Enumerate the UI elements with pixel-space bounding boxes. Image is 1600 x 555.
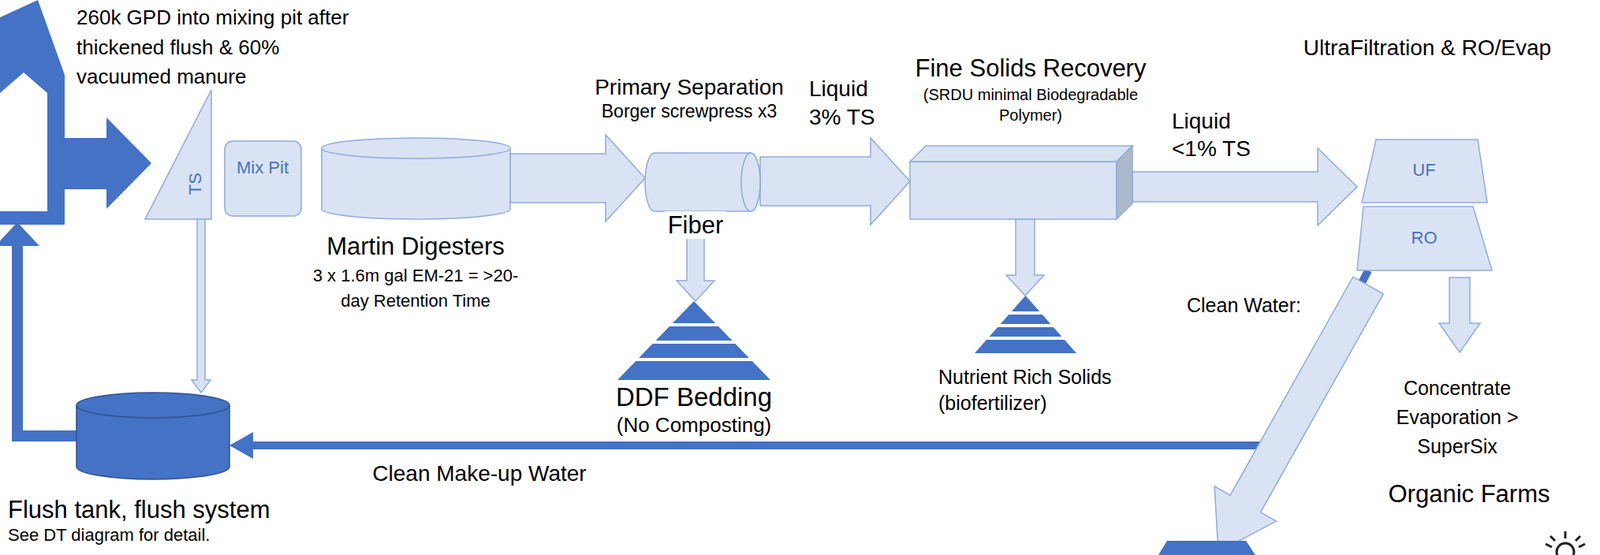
edge-label: Liquid <1% TS [1168, 107, 1272, 163]
flow-connector [760, 137, 911, 225]
node-title: Fine Solids Recovery [872, 53, 1189, 83]
mix-pit-shape [224, 141, 302, 217]
node-note: 3 x 1.6m gal EM-21 = >20-day Retention T… [305, 263, 526, 314]
nutrient-pile: Nutrient Rich Solids (biofertilizer) [974, 295, 1077, 354]
free-label: Clean Water: [1186, 293, 1329, 318]
screwpress-shape [645, 152, 761, 212]
barn-door [0, 72, 48, 212]
node-title: RO [1376, 227, 1472, 249]
digester-tank-shape [321, 137, 511, 220]
node-title: Martin Digesters [257, 231, 574, 262]
flush-tank: Flush tank, flush systemSee DT diagram f… [76, 392, 230, 480]
free-label: UltraFiltration & RO/Evap [1269, 34, 1586, 62]
edge-label-box: Fiber [652, 211, 739, 240]
barn-icon [0, 0, 65, 225]
fiber-pile: DDF Bedding(No Composting) [617, 301, 771, 381]
screwpress: Primary SeparationBorger screwpress x3 [645, 152, 761, 212]
node-title: Mix Pit [229, 156, 296, 180]
ts-separator: TS [145, 89, 212, 220]
node-title: DDF Bedding [567, 381, 821, 414]
ts-separator-shape [145, 89, 212, 220]
free-label: Concentrate Evaporation > SuperSix [1382, 373, 1533, 462]
node-note: Borger screwpress x3 [555, 100, 824, 124]
clean-water-arrow [1214, 276, 1384, 552]
clean-water-tank [1158, 540, 1256, 555]
node-title: UF [1376, 160, 1472, 181]
node-title: Flush tank, flush system [7, 495, 340, 525]
node-title: TS [185, 167, 206, 200]
node-title: Primary Separation [555, 74, 824, 101]
digester-tank: Martin Digesters3 x 1.6m gal EM-21 = >20… [321, 137, 511, 220]
flow-connector [191, 219, 211, 393]
return-flush-line [17, 242, 77, 437]
concentrate-arrow [1439, 277, 1481, 353]
edge-label-box: Clean Make-up Water [345, 460, 614, 488]
label-patch: Clean Make-up Water [369, 461, 590, 486]
node-title: Nutrient Rich Solids (biofertilizer) [938, 364, 1136, 416]
return-flush-head [0, 222, 40, 247]
node-note: (No Composting) [567, 413, 821, 438]
flow-connector [510, 134, 646, 222]
edge-label: Liquid 3% TS [805, 74, 905, 133]
uf-unit: UF [1357, 139, 1492, 203]
nutrient-pile-shape [974, 295, 1077, 354]
inflow-arrow [64, 117, 152, 209]
flush-tank-shape [76, 392, 230, 480]
label-patch: Fiber [664, 211, 728, 239]
node-note: (SRDU minimal Biodegradable Polymer) [920, 84, 1142, 126]
fine-solids-unit: Fine Solids Recovery(SRDU minimal Biodeg… [910, 145, 1133, 220]
fiber-pile-shape [617, 301, 771, 381]
fine-solids-unit-shape [910, 145, 1133, 220]
sun-icon [1545, 531, 1586, 555]
flow-connector [1006, 219, 1045, 296]
mix-pit: Mix Pit [224, 141, 302, 217]
free-label: Organic Farms [1366, 479, 1572, 509]
ro-unit: RO [1357, 206, 1492, 271]
free-label: 260k GPD into mixing pit after thickened… [76, 3, 361, 93]
node-note: See DT diagram for detail. [7, 525, 340, 546]
